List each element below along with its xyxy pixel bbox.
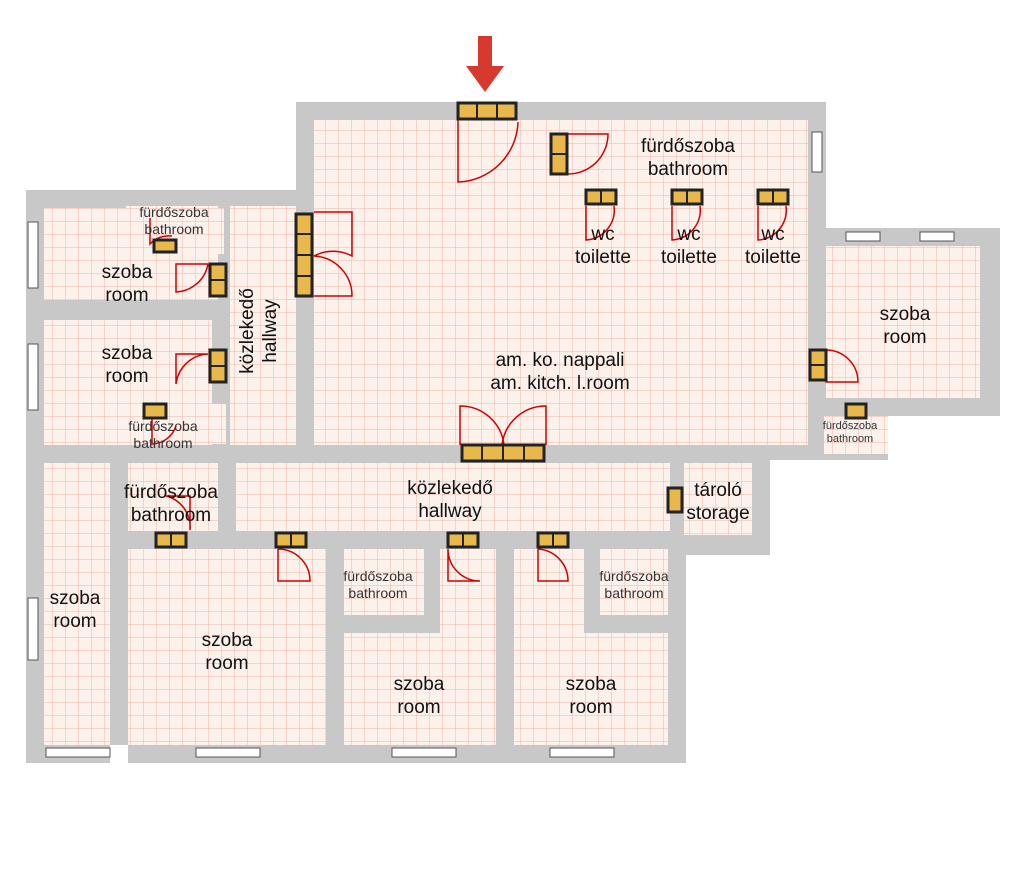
floor-room-far-left [44,463,110,745]
notch [110,745,128,763]
floor-bath-bottom2 [600,549,668,615]
window-right-a [845,231,881,242]
window-left2 [27,343,39,411]
floor-bath-bottom1 [344,549,424,615]
door-swings [149,120,859,582]
window-bottom1 [45,747,111,758]
floor-wc2 [654,205,726,275]
window-right-b [919,231,955,242]
window-top-right [811,131,823,173]
window-bottom4 [549,747,615,758]
floor-storage [684,463,752,535]
entrance-arrow-icon [466,36,504,92]
floor-room-bottom2b [440,549,496,639]
floor-wc3 [740,205,808,275]
floor-room-bottom2 [344,633,496,745]
window-bottom3 [391,747,457,758]
door-bath-left-mid [142,402,168,420]
windows [27,131,955,758]
door-storage [666,486,684,514]
floor-hallway-vert [230,206,296,445]
inner-walls [110,254,668,745]
floor-bath-left-mid [116,404,226,444]
door-bath-left-top [152,238,178,254]
floors [44,120,980,745]
window-far-left [27,597,39,661]
floor-bath-top [568,120,808,190]
door-bath-right [844,402,868,420]
floor-room-right [826,246,980,398]
door-frame-dividers [170,103,826,547]
window-left1 [27,221,39,289]
floor-bath-left-low [128,463,218,531]
floor-hallway-horiz [236,463,670,531]
door-entrance [456,101,518,121]
window-bottom2 [195,747,261,758]
floor-bath-right [824,416,888,454]
floor-wc1 [568,205,640,275]
